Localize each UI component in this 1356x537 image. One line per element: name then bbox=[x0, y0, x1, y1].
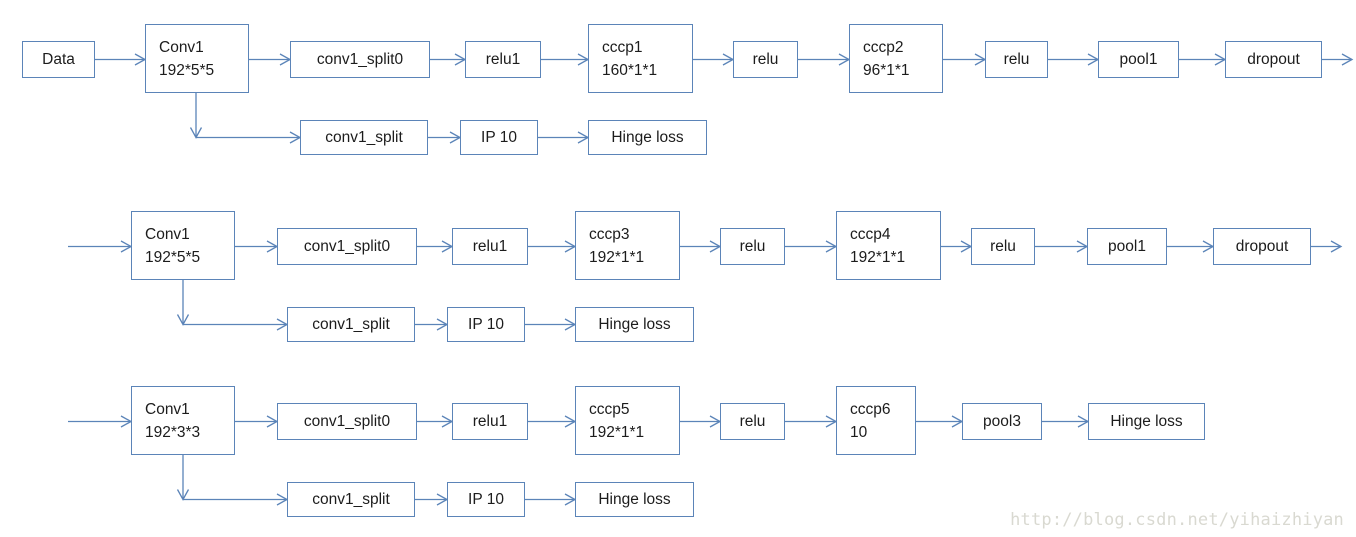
node-label: dropout bbox=[1247, 50, 1300, 68]
node-sublabel: 192*5*5 bbox=[145, 248, 201, 266]
node-sublabel: 192*1*1 bbox=[850, 248, 906, 266]
node-label: relu bbox=[1003, 50, 1030, 68]
node-label: relu bbox=[739, 412, 766, 430]
node-sublabel: 160*1*1 bbox=[602, 61, 658, 79]
node-dropout-r1: dropout bbox=[1225, 41, 1322, 78]
node-label: cccp5 bbox=[589, 400, 630, 418]
node-label: Conv1 bbox=[145, 400, 190, 418]
node-sublabel: 192*1*1 bbox=[589, 423, 645, 441]
node-conv1-split-r2: conv1_split bbox=[287, 307, 415, 342]
node-relu-r3: relu bbox=[720, 403, 785, 440]
node-label: conv1_split bbox=[325, 128, 403, 146]
node-label: cccp6 bbox=[850, 400, 891, 418]
node-ip10-r3: IP 10 bbox=[447, 482, 525, 517]
node-conv1-split-r1: conv1_split bbox=[300, 120, 428, 155]
node-sublabel: 192*1*1 bbox=[589, 248, 645, 266]
node-hinge-loss-r2: Hinge loss bbox=[575, 307, 694, 342]
node-dropout-r2: dropout bbox=[1213, 228, 1311, 265]
node-sublabel: 192*5*5 bbox=[159, 61, 215, 79]
node-conv1-r3: Conv1 192*3*3 bbox=[131, 386, 235, 455]
node-sublabel: 192*3*3 bbox=[145, 423, 201, 441]
node-label: conv1_split0 bbox=[303, 237, 391, 255]
node-label: IP 10 bbox=[468, 315, 504, 333]
node-label: IP 10 bbox=[481, 128, 517, 146]
node-ip10-r2: IP 10 bbox=[447, 307, 525, 342]
node-relu1-r2: relu1 bbox=[452, 228, 528, 265]
node-label: pool1 bbox=[1108, 237, 1146, 255]
node-pool3: pool3 bbox=[962, 403, 1042, 440]
node-relu-r2b: relu bbox=[971, 228, 1035, 265]
node-relu1-r3: relu1 bbox=[452, 403, 528, 440]
node-data: Data bbox=[22, 41, 95, 78]
node-conv1-r2: Conv1 192*5*5 bbox=[131, 211, 235, 280]
node-conv1-r1: Conv1 192*5*5 bbox=[145, 24, 249, 93]
node-hinge-loss-r3: Hinge loss bbox=[575, 482, 694, 517]
node-label: Conv1 bbox=[159, 38, 204, 56]
node-cccp6: cccp6 10 bbox=[836, 386, 916, 455]
node-cccp2: cccp2 96*1*1 bbox=[849, 24, 943, 93]
node-label: pool1 bbox=[1119, 50, 1158, 68]
node-relu-r2a: relu bbox=[720, 228, 785, 265]
node-label: relu bbox=[752, 50, 779, 68]
node-cccp4: cccp4 192*1*1 bbox=[836, 211, 941, 280]
node-conv1-split0-r1: conv1_split0 bbox=[290, 41, 430, 78]
watermark: http://blog.csdn.net/yihaizhiyan bbox=[1010, 510, 1344, 530]
node-label: relu1 bbox=[472, 237, 508, 255]
node-label: Hinge loss bbox=[598, 490, 671, 508]
node-conv1-split0-r2: conv1_split0 bbox=[277, 228, 417, 265]
node-label: relu bbox=[990, 237, 1016, 255]
node-label: cccp2 bbox=[863, 38, 904, 56]
node-label: conv1_split0 bbox=[303, 412, 391, 430]
node-hinge-loss-r3-main: Hinge loss bbox=[1088, 403, 1205, 440]
node-label: conv1_split bbox=[312, 315, 390, 333]
node-label: relu1 bbox=[472, 412, 508, 430]
node-cccp3: cccp3 192*1*1 bbox=[575, 211, 680, 280]
node-relu-r1a: relu bbox=[733, 41, 798, 78]
node-label: IP 10 bbox=[468, 490, 504, 508]
node-sublabel: 10 bbox=[850, 423, 868, 441]
node-label: Hinge loss bbox=[611, 128, 684, 146]
node-label: Conv1 bbox=[145, 225, 190, 243]
node-label: Hinge loss bbox=[1110, 412, 1183, 430]
node-relu1-r1: relu1 bbox=[465, 41, 541, 78]
node-cccp5: cccp5 192*1*1 bbox=[575, 386, 680, 455]
node-label: dropout bbox=[1235, 237, 1289, 255]
node-label: conv1_split bbox=[312, 490, 390, 508]
node-cccp1: cccp1 160*1*1 bbox=[588, 24, 693, 93]
node-label: conv1_split0 bbox=[316, 50, 404, 68]
node-label: cccp4 bbox=[850, 225, 891, 243]
node-label: cccp1 bbox=[602, 38, 643, 56]
node-hinge-loss-r1: Hinge loss bbox=[588, 120, 707, 155]
node-conv1-split0-r3: conv1_split0 bbox=[277, 403, 417, 440]
node-ip10-r1: IP 10 bbox=[460, 120, 538, 155]
node-relu-r1b: relu bbox=[985, 41, 1048, 78]
node-sublabel: 96*1*1 bbox=[863, 61, 910, 79]
node-pool1-r2: pool1 bbox=[1087, 228, 1167, 265]
node-label: pool3 bbox=[983, 412, 1021, 430]
node-conv1-split-r3: conv1_split bbox=[287, 482, 415, 517]
node-label: Hinge loss bbox=[598, 315, 671, 333]
node-label: relu bbox=[739, 237, 766, 255]
node-label: Data bbox=[42, 50, 75, 68]
node-label: relu1 bbox=[485, 50, 521, 68]
node-pool1-r1: pool1 bbox=[1098, 41, 1179, 78]
node-label: cccp3 bbox=[589, 225, 630, 243]
